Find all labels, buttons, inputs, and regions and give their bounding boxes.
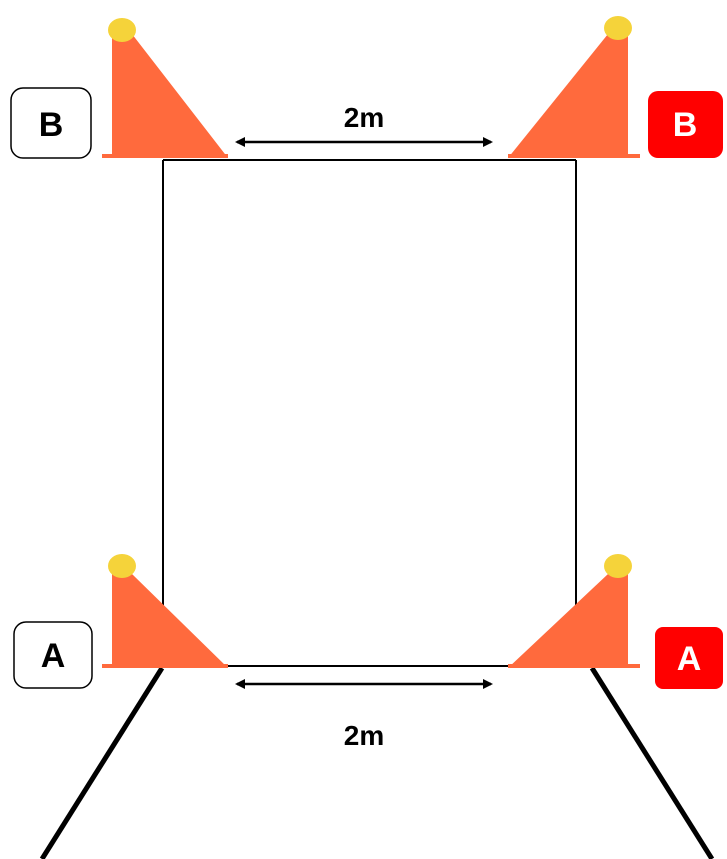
cone-bottom-right-icon [508, 554, 640, 668]
label-bottom-left-text: A [41, 637, 66, 675]
label-bottom-left-box: A [13, 621, 93, 689]
label-top-right-text: B [673, 106, 698, 144]
top-distance-label: 2m [344, 102, 384, 133]
cone-bottom-left-icon [102, 554, 228, 668]
bottom-distance-label: 2m [344, 720, 384, 751]
cone-top-right-icon [508, 16, 640, 158]
right-diagonal-line [589, 666, 715, 859]
label-top-right-box: B [648, 91, 723, 158]
cone-top-left-icon [102, 18, 228, 158]
label-bottom-right-text: A [677, 640, 702, 678]
label-top-left-box: B [10, 87, 92, 159]
left-diagonal-line [39, 666, 165, 859]
label-bottom-right-box: A [655, 627, 723, 689]
label-top-left-text: B [39, 106, 64, 144]
